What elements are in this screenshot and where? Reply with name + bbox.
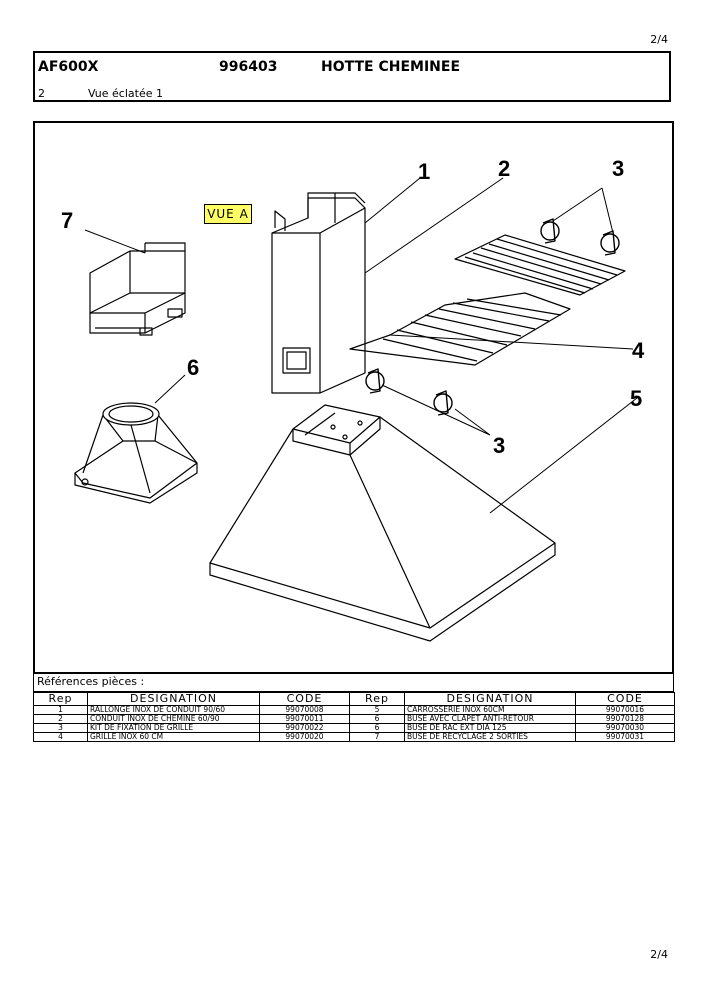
view-title: Vue éclatée 1 bbox=[88, 87, 163, 100]
callout-1: 1 bbox=[418, 159, 431, 184]
header-box: AF600X 996403 HOTTE CHEMINEE 2 Vue éclat… bbox=[33, 51, 671, 102]
callout-6: 6 bbox=[187, 355, 200, 380]
cell-rep: 3 bbox=[33, 723, 88, 733]
table-row: 4 GRILLE INOX 60 CM 99070020 7 BUSE DE R… bbox=[33, 732, 675, 742]
col-designation: DESIGNATION bbox=[87, 692, 260, 706]
cell-code: 99070020 bbox=[259, 732, 350, 742]
callout-3-bottom: 3 bbox=[493, 433, 506, 458]
cell-designation: RALLONGE INOX DE CONDUIT 90/60 bbox=[87, 705, 260, 715]
exploded-view-drawing: VUE A 1 2 3 7 6 4 5 3 bbox=[33, 121, 674, 674]
cell-rep: 6 bbox=[349, 723, 405, 733]
cell-designation: CARROSSERIE INOX 60CM bbox=[404, 705, 576, 715]
table-row: 1 RALLONGE INOX DE CONDUIT 90/60 9907000… bbox=[33, 705, 675, 715]
cell-designation: BUSE DE RECYCLAGE 2 SORTIES bbox=[404, 732, 576, 742]
cell-rep: 1 bbox=[33, 705, 88, 715]
cell-rep: 7 bbox=[349, 732, 405, 742]
cell-designation: BUSE DE RAC EXT DIA 125 bbox=[404, 723, 576, 733]
part-6-check-valve-nozzle bbox=[74, 402, 198, 504]
exploded-view-svg bbox=[74, 177, 638, 642]
col-code-2: CODE bbox=[575, 692, 675, 706]
page-number-top: 2/4 bbox=[650, 33, 668, 46]
table-header-row: Rep DESIGNATION CODE Rep DESIGNATION COD… bbox=[33, 692, 675, 706]
part-number: 996403 bbox=[219, 59, 278, 75]
cell-rep: 6 bbox=[349, 714, 405, 724]
part-3-fixation-clips bbox=[365, 218, 620, 416]
page-number-bottom: 2/4 bbox=[650, 948, 668, 961]
callout-5: 5 bbox=[630, 386, 643, 411]
part-4-grilles bbox=[349, 234, 626, 366]
cell-code: 99070011 bbox=[259, 714, 350, 724]
part-7-recycling-nozzle bbox=[89, 242, 186, 336]
cell-code: 99070008 bbox=[259, 705, 350, 715]
cell-designation: CONDUIT INOX DE CHEMINE 60/90 bbox=[87, 714, 260, 724]
table-row: 2 CONDUIT INOX DE CHEMINE 60/90 99070011… bbox=[33, 714, 675, 724]
model-code: AF600X bbox=[38, 59, 99, 75]
references-title: Références pièces : bbox=[33, 674, 674, 692]
cell-code: 99070016 bbox=[575, 705, 675, 715]
col-code: CODE bbox=[259, 692, 350, 706]
callout-7: 7 bbox=[61, 208, 74, 233]
col-rep: Rep bbox=[33, 692, 88, 706]
cell-code: 99070030 bbox=[575, 723, 675, 733]
cell-designation: BUSE AVEC CLAPET ANTI-RETOUR bbox=[404, 714, 576, 724]
col-rep-2: Rep bbox=[349, 692, 405, 706]
callout-3-top: 3 bbox=[612, 156, 625, 181]
part-1-2-chimney-duct bbox=[271, 192, 366, 394]
cell-designation: KIT DE FIXATION DE GRILLE bbox=[87, 723, 260, 733]
parts-table: Rep DESIGNATION CODE Rep DESIGNATION COD… bbox=[33, 692, 675, 742]
cell-code: 99070022 bbox=[259, 723, 350, 733]
cell-code: 99070128 bbox=[575, 714, 675, 724]
col-designation-2: DESIGNATION bbox=[404, 692, 576, 706]
callout-4: 4 bbox=[632, 338, 645, 363]
document-title: HOTTE CHEMINEE bbox=[321, 59, 461, 75]
view-number: 2 bbox=[38, 87, 45, 100]
callout-2: 2 bbox=[498, 156, 511, 181]
vue-a-label: VUE A bbox=[204, 204, 252, 224]
cell-rep: 2 bbox=[33, 714, 88, 724]
cell-rep: 4 bbox=[33, 732, 88, 742]
cell-designation: GRILLE INOX 60 CM bbox=[87, 732, 260, 742]
part-5-hood-body bbox=[209, 404, 556, 642]
cell-rep: 5 bbox=[349, 705, 405, 715]
cell-code: 99070031 bbox=[575, 732, 675, 742]
leader-lines bbox=[84, 177, 638, 514]
table-row: 3 KIT DE FIXATION DE GRILLE 99070022 6 B… bbox=[33, 723, 675, 733]
